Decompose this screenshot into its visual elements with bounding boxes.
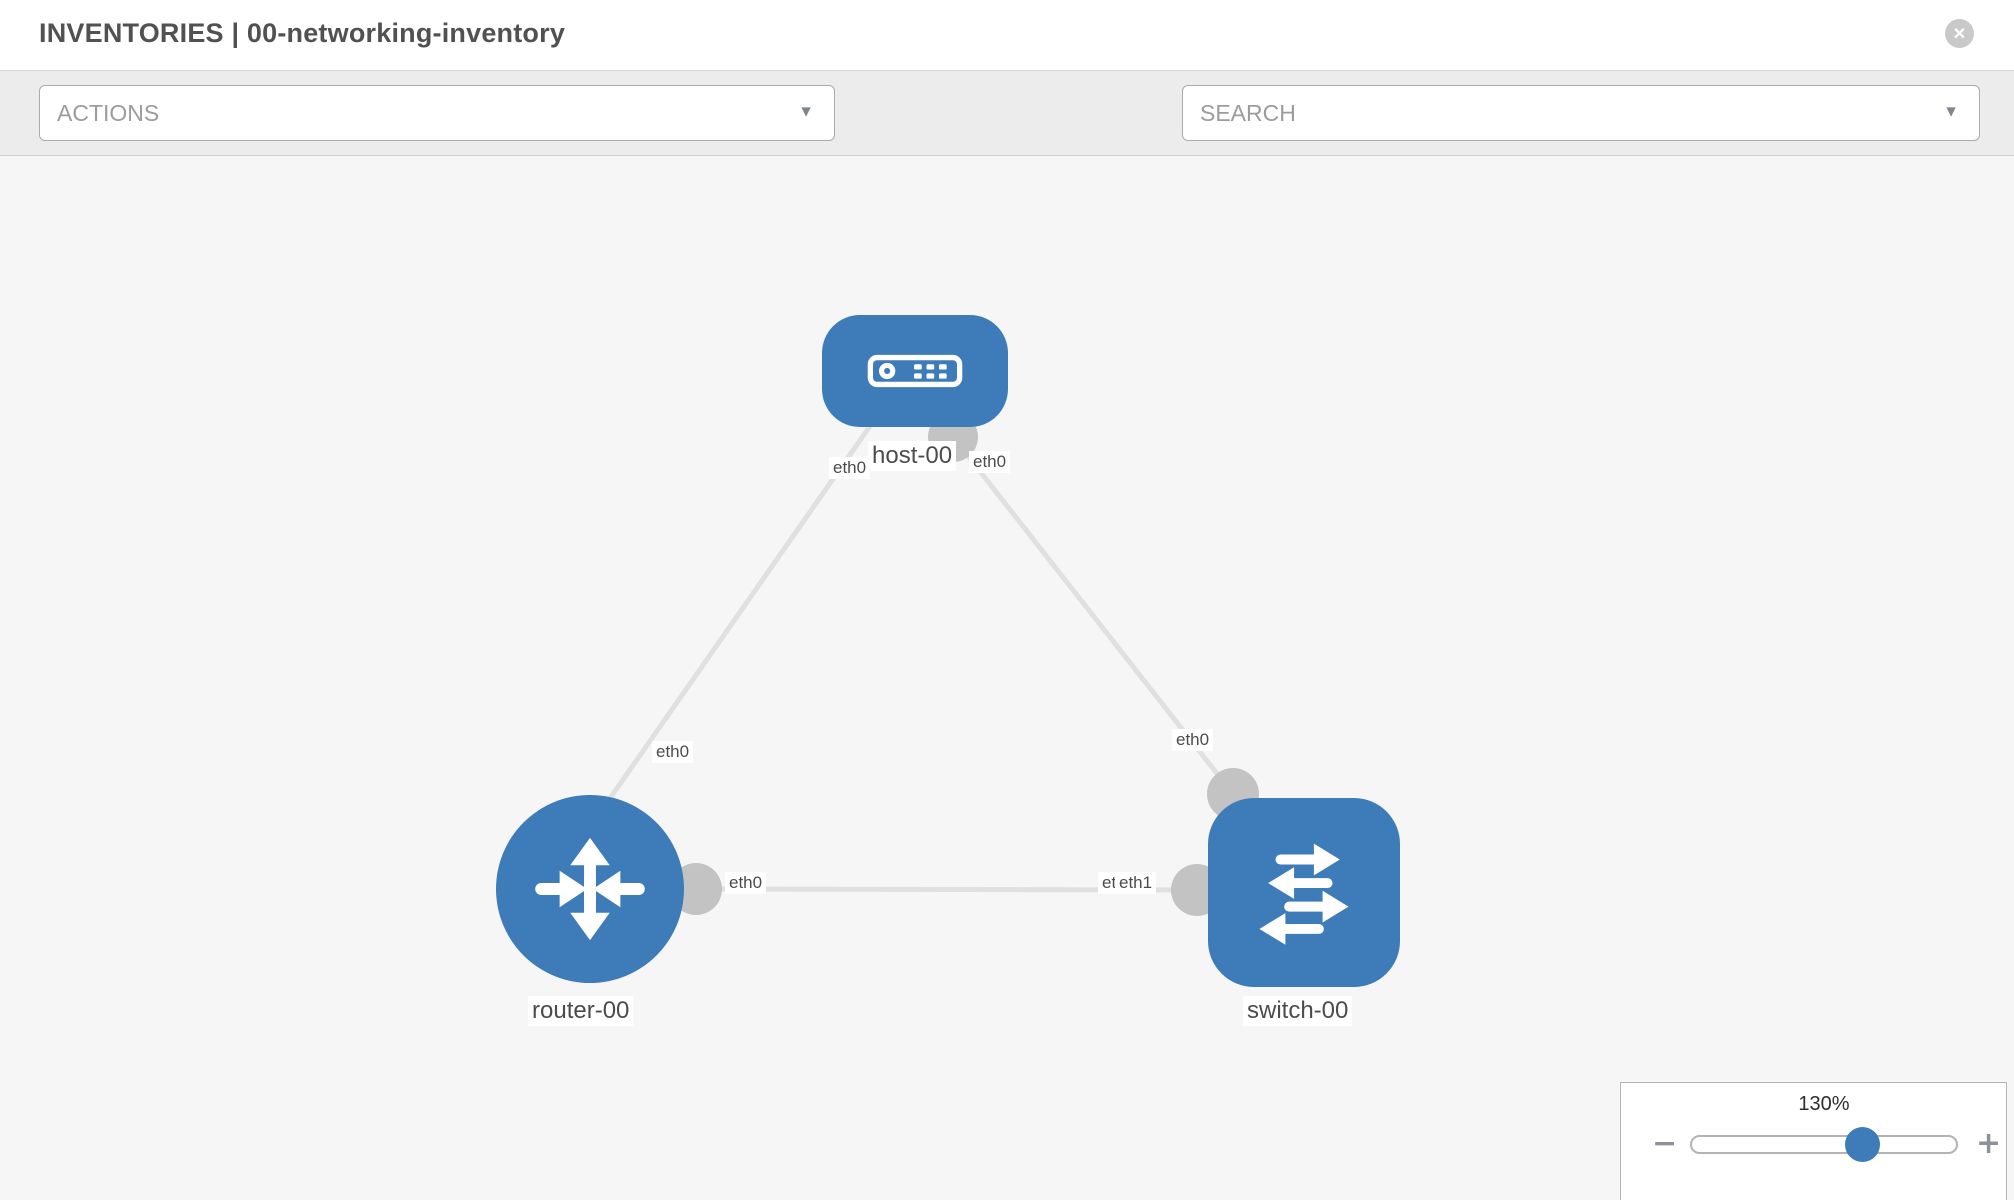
- chevron-down-icon: ▼: [798, 103, 814, 121]
- zoom-slider-track[interactable]: [1690, 1135, 1958, 1154]
- node-label-host: host-00: [868, 441, 957, 471]
- zoom-out-button[interactable]: −: [1652, 1126, 1678, 1161]
- interface-label: eth0: [1172, 729, 1214, 751]
- actions-dropdown-label: ACTIONS: [57, 99, 160, 126]
- topology-canvas[interactable]: eth0 host-00 eth0 eth0 eth0 eth0 eth0 et…: [0, 156, 2014, 1200]
- node-router-00[interactable]: [496, 795, 684, 983]
- node-label-switch: switch-00: [1243, 996, 1353, 1026]
- close-button[interactable]: ✕: [1945, 19, 1974, 48]
- interface-label: eth0: [969, 451, 1011, 473]
- page-title: INVENTORIES | 00-networking-inventory: [39, 18, 566, 48]
- interface-label: eth1: [1115, 872, 1157, 894]
- close-icon: ✕: [1952, 25, 1967, 43]
- header-bar: INVENTORIES | 00-networking-inventory ✕: [0, 0, 2014, 71]
- search-placeholder: SEARCH: [1200, 99, 1296, 126]
- interface-label: eth0: [652, 741, 694, 763]
- chevron-down-icon: ▼: [1943, 103, 1959, 121]
- host-icon: [867, 354, 963, 388]
- node-switch-00[interactable]: [1208, 798, 1400, 987]
- search-dropdown[interactable]: SEARCH ▼: [1182, 85, 1980, 141]
- router-icon: [535, 837, 645, 941]
- node-host-00[interactable]: [822, 315, 1008, 427]
- zoom-panel: 130% − +: [1620, 1082, 2007, 1200]
- node-label-router: router-00: [528, 996, 634, 1026]
- interface-label: eth0: [829, 457, 871, 479]
- zoom-level-value: 130%: [1798, 1093, 1850, 1115]
- link-host-router: [603, 424, 873, 806]
- interface-label: eth0: [725, 872, 767, 894]
- topology-links-layer: [603, 412, 1259, 916]
- zoom-slider-handle[interactable]: [1845, 1127, 1880, 1162]
- actions-dropdown[interactable]: ACTIONS ▼: [39, 85, 835, 141]
- switch-icon: [1259, 843, 1349, 945]
- zoom-in-button[interactable]: +: [1976, 1126, 2002, 1161]
- toolbar: ACTIONS ▼ SEARCH ▼: [0, 71, 2014, 202]
